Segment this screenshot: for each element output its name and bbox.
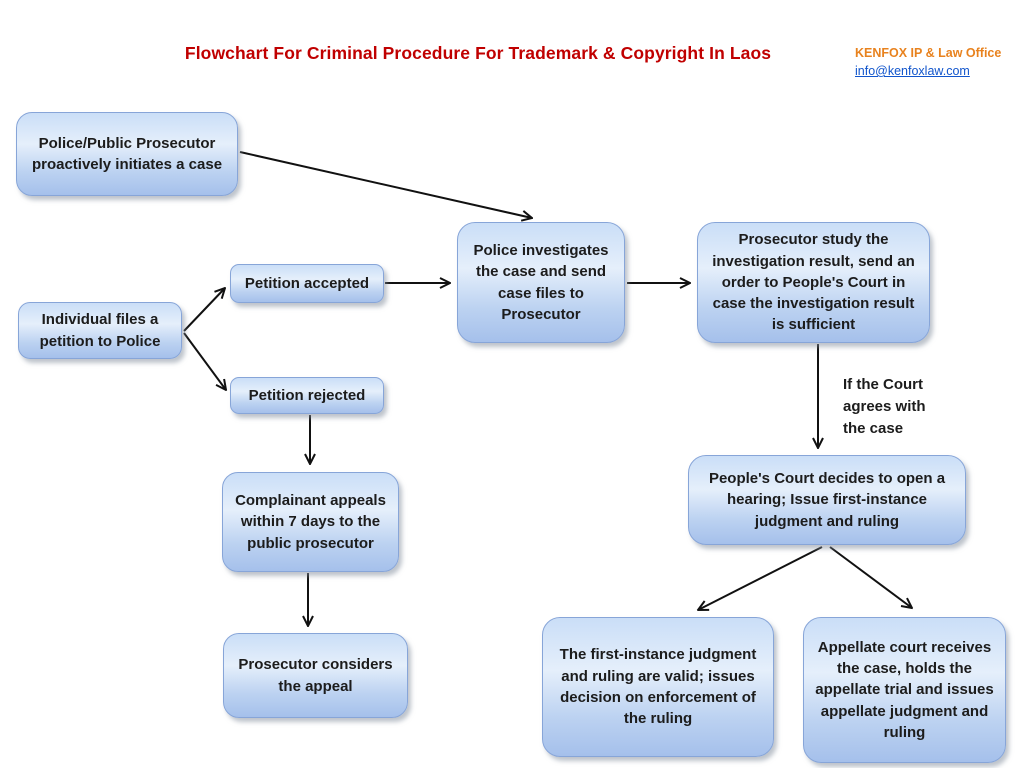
arrow-individual-to-rejected <box>183 332 226 390</box>
org-name: KENFOX IP & Law Office <box>855 46 1002 60</box>
arrow-court-to-valid <box>698 546 823 610</box>
email-link[interactable]: info@kenfoxlaw.com <box>855 64 970 78</box>
node-complainant-appeals: Complainant appeals within 7 days to the… <box>222 472 399 572</box>
node-first-instance-valid: The first-instance judgment and ruling a… <box>542 617 774 757</box>
label-if-court-agrees: If the Court agrees with the case <box>843 376 926 437</box>
node-petition-rejected: Petition rejected <box>230 377 384 414</box>
node-appellate-court: Appellate court receives the case, holds… <box>803 617 1006 763</box>
node-peoples-court-hearing: People's Court decides to open a hearing… <box>688 455 966 545</box>
node-petition-accepted: Petition accepted <box>230 264 384 303</box>
page-title: Flowchart For Criminal Procedure For Tra… <box>184 43 772 63</box>
arrow-proactive-to-investigates <box>239 151 532 218</box>
node-prosecutor-considers-appeal: Prosecutor considers the appeal <box>223 633 408 718</box>
arrow-individual-to-accepted <box>183 288 225 332</box>
node-prosecutor-studies-result: Prosecutor study the investigation resul… <box>697 222 930 343</box>
node-police-proactively-initiates-case: Police/Public Prosecutor proactively ini… <box>16 112 238 196</box>
arrow-court-to-appellate <box>829 546 912 608</box>
node-police-investigates-case: Police investigates the case and send ca… <box>457 222 625 343</box>
node-individual-files-petition: Individual files a petition to Police <box>18 302 182 359</box>
